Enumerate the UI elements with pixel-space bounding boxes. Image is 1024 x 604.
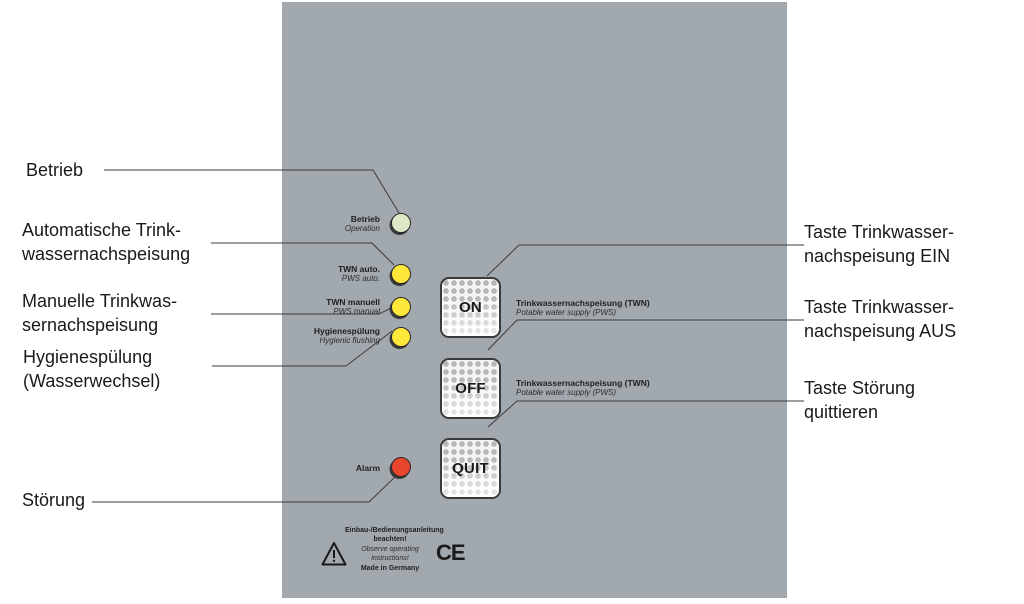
off-button-description: Trinkwassernachspeisung (TWN) Potable wa… [516,378,650,398]
led-alarm-indicator [391,457,411,477]
led-label-twn-manuell: TWN manuell PWS manual [260,297,380,317]
callout-hygiene-flush: Hygienespülung (Wasserwechsel) [23,345,160,393]
callout-text: Betrieb [26,160,84,180]
callout-text: Taste Trinkwasser- [804,222,955,242]
button-label: ON [459,299,482,316]
led-twn-manual-indicator [391,297,411,317]
led-label-en: PWS manual [333,307,380,316]
callout-off-button: Taste Trinkwasser- nachspeisung AUS [804,295,956,343]
led-label-de: TWN auto. [337,264,380,274]
footer-line: Einbau-/Bedienungsanleitung [345,527,444,534]
button-label: OFF [455,380,486,397]
led-operation-indicator [391,213,411,233]
callout-text: Hygienespülung [23,347,153,367]
quit-button[interactable]: QUIT [440,438,501,499]
led-label-en: Operation [344,224,380,233]
footer-line: Observe operating [361,545,419,553]
led-hygiene-indicator [391,327,411,347]
callout-text: Taste Trinkwasser- [804,297,955,317]
callout-on-button: Taste Trinkwasser- nachspeisung EIN [804,220,954,268]
callout-manual-refill: Manuelle Trinkwas- sernachspeisung [22,289,177,337]
on-button[interactable]: ON [440,277,501,338]
callout-text: nachspeisung AUS [804,321,957,341]
desc-de: Trinkwassernachspeisung (TWN) [516,378,650,388]
callout-text: Taste Störung [804,378,916,398]
led-label-twn-auto: TWN auto. PWS auto. [260,264,380,284]
desc-de: Trinkwassernachspeisung (TWN) [516,298,650,308]
led-label-en: Hygienic flushing [319,336,380,345]
callout-text: quittieren [804,402,879,422]
footer-instructions: Einbau-/Bedienungsanleitung beachten! Ob… [345,526,444,573]
callout-text: Störung [22,490,86,510]
callout-text: wassernachspeisung [22,244,191,264]
footer-line: Made in Germany [360,564,420,572]
callout-text: sernachspeisung [22,315,159,335]
callout-text: nachspeisung EIN [804,246,951,266]
led-label-hygiene: Hygienespülung Hygienic flushing [260,326,380,346]
callout-stoerung: Störung [22,488,85,512]
led-label-de: Alarm [355,463,380,473]
led-label-en: PWS auto. [341,274,380,283]
callout-text: Manuelle Trinkwas- [22,291,178,311]
callout-auto-refill: Automatische Trink- wassernachspeisung [22,218,190,266]
led-label-alarm: Alarm [260,463,380,473]
footer-line: instructions! [371,555,409,563]
ce-mark: CE [436,540,466,565]
callout-text: (Wasserwechsel) [23,371,161,391]
led-label-de: Hygienespülung [313,326,380,336]
led-label-de: TWN manuell [326,297,380,307]
warning-triangle-icon [321,542,347,566]
callout-quit-button: Taste Störung quittieren [804,376,915,424]
desc-en: Potable water supply (PWS) [516,308,617,317]
led-label-de: Betrieb [350,214,380,224]
led-twn-auto-indicator [391,264,411,284]
off-button[interactable]: OFF [440,358,501,419]
callout-text: Automatische Trink- [22,220,182,240]
led-label-betrieb: Betrieb Operation [260,214,380,234]
footer-line: beachten! [373,536,407,544]
desc-en: Potable water supply (PWS) [516,388,617,397]
callout-betrieb: Betrieb [26,158,83,182]
button-label: QUIT [452,460,489,477]
on-button-description: Trinkwassernachspeisung (TWN) Potable wa… [516,298,650,318]
